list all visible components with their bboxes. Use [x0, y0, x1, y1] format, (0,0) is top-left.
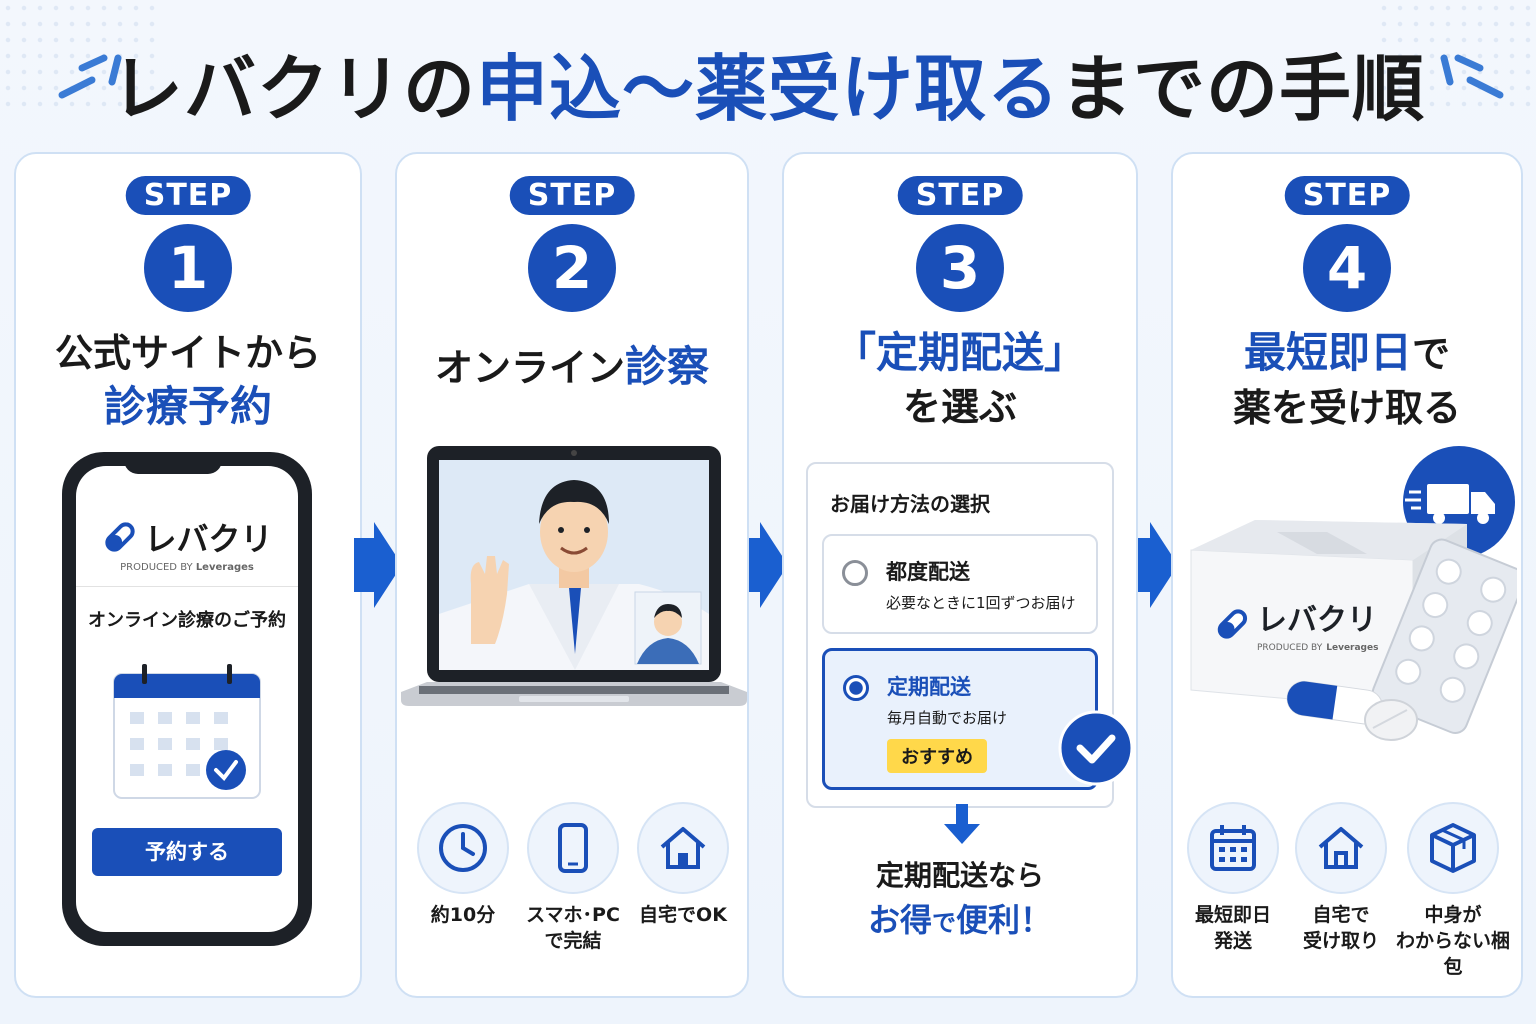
step-heading-line2: を選ぶ	[902, 385, 1017, 429]
title-part3: までの手順	[1060, 47, 1426, 131]
option-label: 定期配送	[887, 675, 971, 699]
calendar-icon	[1210, 825, 1256, 871]
spark-left-icon	[58, 54, 122, 99]
step-number: 1	[144, 224, 232, 312]
produced-by: PRODUCED BY	[120, 562, 193, 573]
brand-company: Leverages	[195, 562, 254, 573]
benefit-blue1: お得	[867, 901, 932, 939]
title-part2: 申込〜薬受け取る	[475, 47, 1060, 131]
step-heading: 最短即日で 薬を受け取る	[1173, 326, 1521, 435]
benefit-mid: で	[932, 909, 956, 937]
feature-same-day: 最短即日 発送	[1173, 802, 1293, 954]
step-label: STEP	[509, 176, 635, 215]
step-card-1: STEP 1 公式サイトから 診療予約 レバクリ PRODUCED BY Lev…	[14, 152, 362, 998]
brand-logo: レバクリ PRODUCED BY Leverages	[76, 514, 298, 573]
divider	[76, 586, 298, 587]
feature-discreet-package: 中身が わからない梱包	[1389, 802, 1517, 980]
laptop-video-call-illustration	[401, 446, 747, 706]
option-desc: 毎月自動でお届け	[887, 709, 1008, 727]
arrow-right-icon	[1130, 522, 1178, 608]
step-heading-plain: オンライン	[434, 346, 625, 390]
step-heading: 公式サイトから 診療予約	[16, 326, 360, 434]
step-label: STEP	[125, 176, 251, 215]
house-icon	[1318, 827, 1364, 869]
radio-selected[interactable]	[843, 675, 869, 701]
delivery-benefit: 定期配送なら お得で便利！	[784, 854, 1136, 945]
title-part1: レバクリの	[110, 47, 476, 131]
feature-label: 自宅でOK	[639, 904, 727, 926]
step-card-2: STEP 2 オンライン診察 約10分 スマホ･PC で完結 自宅でOK	[395, 152, 749, 998]
option-regular-delivery[interactable]: 定期配送 毎月自動でお届け おすすめ	[822, 648, 1098, 790]
calendar-icon	[113, 664, 261, 799]
decor-dots-right	[1376, 0, 1536, 110]
feature-device: スマホ･PC で完結	[513, 802, 633, 954]
step-heading-plain: で	[1412, 332, 1451, 376]
phone-screen: レバクリ PRODUCED BY Leverages オンライン診療のご予約	[76, 466, 298, 932]
capsule-logo-icon	[105, 522, 136, 552]
feature-label: スマホ･PC で完結	[526, 904, 620, 952]
step-heading: オンライン診察	[397, 340, 747, 395]
step-label: STEP	[897, 176, 1023, 215]
reserve-button[interactable]: 予約する	[92, 828, 282, 876]
option-each-delivery[interactable]: 都度配送 必要なときに1回ずつお届け	[822, 534, 1098, 634]
decor-dots-left	[0, 0, 160, 110]
feature-home-delivery: 自宅で 受け取り	[1281, 802, 1401, 954]
step-heading-line1: 「定期配送」	[833, 328, 1086, 377]
house-icon	[660, 827, 706, 869]
step-heading-line1: 公式サイトから	[54, 331, 321, 375]
clock-icon	[439, 824, 487, 872]
phone-title: オンライン診療のご予約	[88, 610, 286, 631]
box-icon	[1430, 823, 1476, 873]
arrow-right-icon	[354, 522, 402, 608]
step-number: 2	[528, 224, 616, 312]
feature-label: 自宅で 受け取り	[1302, 904, 1379, 952]
step-heading-blue: 診察	[625, 342, 710, 391]
delivery-panel-title: お届け方法の選択	[830, 492, 990, 516]
feature-home: 自宅でOK	[623, 802, 743, 928]
smartphone-mockup: レバクリ PRODUCED BY Leverages オンライン診療のご予約	[62, 452, 312, 946]
step-heading-line2: 薬を受け取る	[1232, 386, 1461, 430]
package-brand-name: レバクリ	[1257, 603, 1377, 638]
benefit-line1: 定期配送なら	[875, 859, 1044, 892]
feature-label: 約10分	[430, 904, 496, 926]
step-heading-blue: 最短即日	[1243, 328, 1412, 377]
step-card-3: STEP 3 「定期配送」 を選ぶ お届け方法の選択 都度配送 必要なときに1回…	[782, 152, 1138, 998]
brand-name: レバクリ	[144, 520, 273, 558]
benefit-blue2: 便利！	[956, 901, 1053, 939]
step-label: STEP	[1284, 176, 1410, 215]
option-label: 都度配送	[886, 560, 970, 584]
option-desc: 必要なときに1回ずつお届け	[886, 594, 1076, 612]
step-number: 4	[1303, 224, 1391, 312]
spark-right-icon	[1440, 54, 1504, 99]
arrow-down-icon	[944, 804, 980, 844]
radio-unselected[interactable]	[842, 560, 868, 586]
recommended-badge: おすすめ	[887, 739, 987, 773]
phone-notch	[124, 452, 222, 474]
page-title: レバクリの申込〜薬受け取るまでの手順	[0, 30, 1536, 135]
feature-label: 中身が わからない梱包	[1395, 904, 1510, 978]
step-number: 3	[916, 224, 1004, 312]
arrow-right-icon	[740, 522, 788, 608]
feature-label: 最短即日 発送	[1194, 904, 1271, 952]
step-heading-line2: 診療予約	[103, 382, 272, 431]
step-heading: 「定期配送」 を選ぶ	[784, 326, 1136, 434]
feature-time: 約10分	[403, 802, 523, 928]
smartphone-icon	[558, 823, 588, 873]
check-circle-icon	[1058, 710, 1134, 786]
